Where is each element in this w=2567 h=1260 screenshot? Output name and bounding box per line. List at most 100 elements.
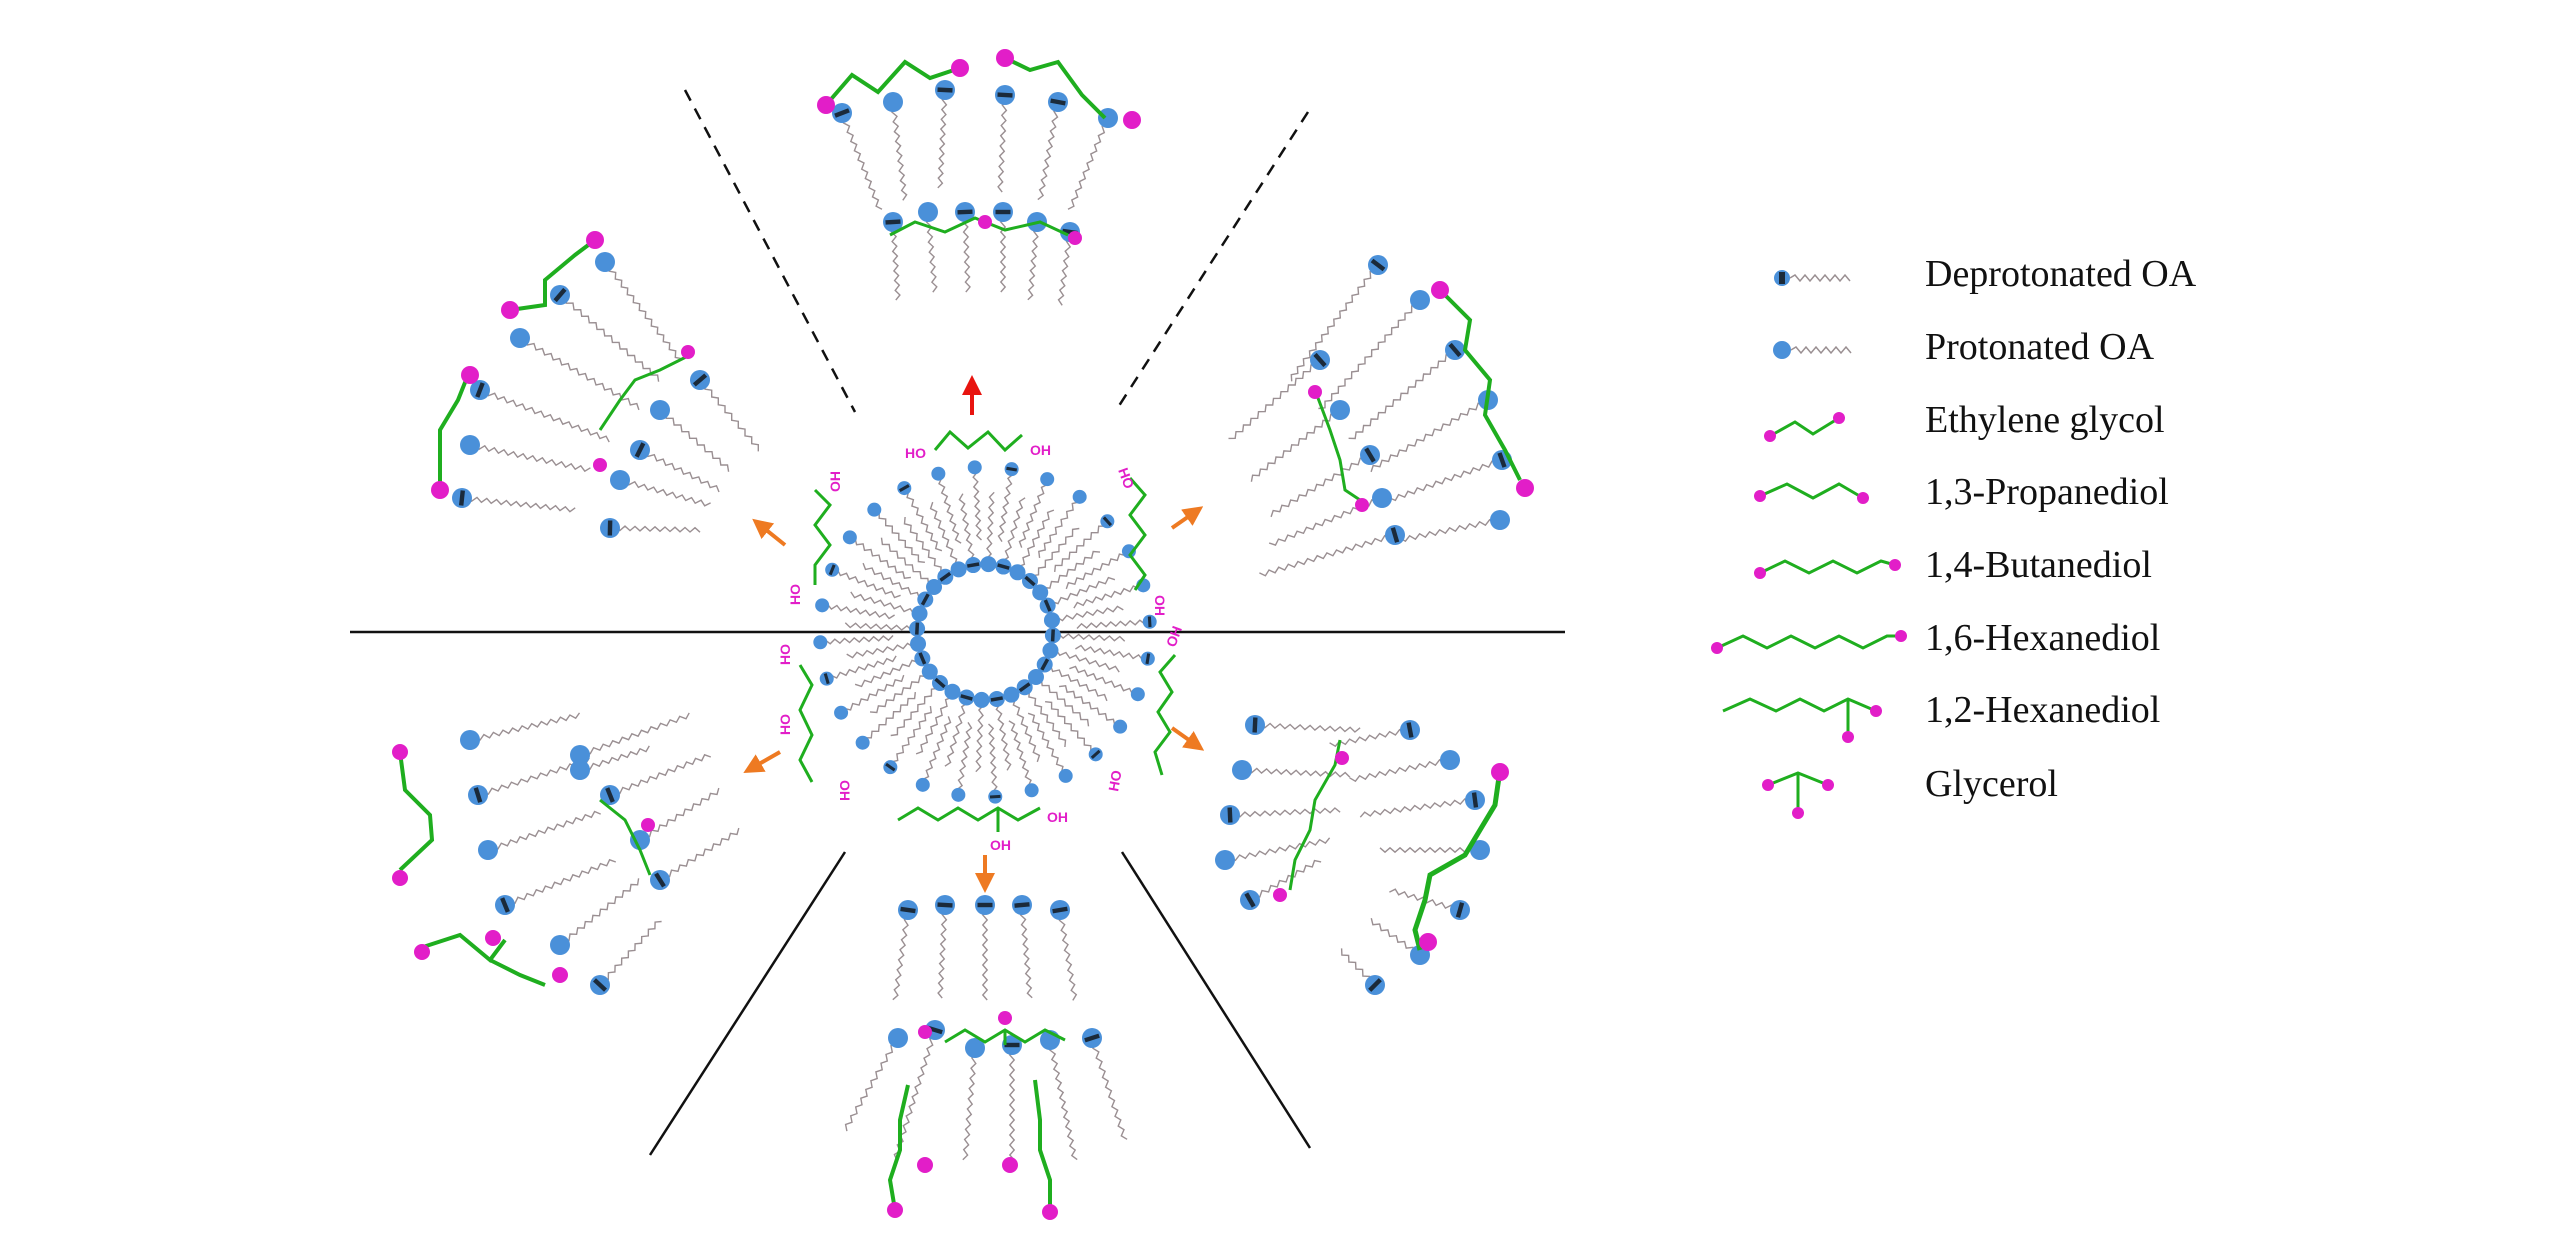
protonated-oa-molecule (844, 1028, 908, 1132)
oa-head (980, 556, 997, 573)
oa-head (1113, 719, 1128, 734)
oa-tail (1054, 519, 1107, 572)
center-label-ll-oh: OH (837, 780, 853, 801)
deprotonated-oa-molecule (844, 620, 926, 637)
hydroxyl-group (1273, 888, 1287, 902)
oa-head (1121, 544, 1136, 559)
ethylene-glycol-icon (1764, 412, 1845, 442)
protonated-oa-molecule (610, 470, 711, 507)
oa-tail (1329, 727, 1411, 748)
oa-tail (1047, 1039, 1078, 1161)
protonated-oa-molecule (1008, 720, 1039, 798)
oa-tail (826, 655, 897, 682)
deprotonated-oa-molecule (935, 80, 955, 189)
oa-charge-mark (1390, 527, 1400, 543)
oa-head (1003, 686, 1020, 703)
deprotonated-oa-molecule (958, 493, 982, 574)
protonated-oa-molecule (869, 663, 938, 714)
oa-tail (831, 568, 901, 599)
diol-chain (1004, 56, 1107, 120)
protonated-oa-molecule (1027, 669, 1090, 727)
legend-label-hexanediol-16: 1,6-Hexanediol (1925, 617, 2161, 659)
oa-charge-mark (1455, 902, 1465, 918)
oa-head (834, 705, 849, 720)
oa-charge-mark (654, 872, 666, 888)
deprotonated-oa-molecule (1245, 715, 1361, 735)
deprotonated-oa-molecule (988, 690, 1012, 771)
protonated-oa-molecule (1032, 550, 1101, 601)
oa-tail (1059, 685, 1122, 727)
oa-charge-mark (692, 373, 708, 387)
deprotonated-oa-molecule (600, 753, 712, 805)
oa-tail (488, 810, 601, 853)
protonated-oa-molecule (962, 1038, 985, 1161)
deprotonated-oa-molecule (1389, 450, 1512, 502)
butanediol-icon (1754, 559, 1901, 579)
protonated-oa-molecule (570, 745, 650, 780)
oa-charge-mark (1364, 447, 1376, 463)
oa-head (944, 683, 961, 700)
center-label-top-oh: OH (1030, 442, 1051, 458)
protonated-oa-molecule (929, 501, 967, 578)
glycerol-icon (1762, 771, 1834, 819)
oa-charge-mark (915, 622, 920, 635)
oa-tail (560, 878, 640, 947)
protonated-oa-molecule (1065, 544, 1136, 590)
protonated-oa-molecule (630, 787, 720, 850)
oa-tail (1349, 757, 1451, 783)
protonated-oa-molecule (1043, 605, 1124, 629)
oa-charge-mark (592, 978, 608, 992)
protonated-oa-molecule (1003, 686, 1041, 763)
hydroxyl-group (1355, 498, 1369, 512)
diol-chain (887, 1084, 910, 1211)
deprotonated-oa-molecule (1016, 679, 1067, 748)
center-label-bottom-oh: OH (990, 837, 1011, 853)
oa-charge-mark (605, 787, 615, 803)
oa-charge-mark (1014, 902, 1030, 908)
diol-chain (509, 238, 597, 312)
oa-charge-mark (995, 209, 1011, 215)
oa-head (1058, 768, 1073, 783)
oa-tail (892, 909, 911, 1001)
oa-tail (985, 491, 995, 565)
arrow-lower-left (743, 750, 781, 773)
protonated-oa-molecule (1040, 1030, 1078, 1161)
oa-head (855, 735, 870, 750)
deprotonated-oa-molecule (1076, 614, 1157, 629)
center-label-ul-ho: HO (787, 584, 803, 605)
protonated-oa-molecule (1059, 685, 1128, 734)
oa-tail (999, 211, 1007, 293)
diol-chain (1438, 288, 1522, 481)
protonated-oa-molecule (815, 598, 895, 620)
oa-head (1470, 840, 1490, 860)
protonated-oa-molecule (813, 635, 894, 650)
oa-tail (478, 757, 590, 798)
oa-tail (850, 591, 921, 616)
oa-tail (1073, 582, 1144, 609)
oa-charge-mark (1052, 906, 1068, 914)
oa-tail (844, 622, 918, 632)
deprotonated-oa-molecule (630, 440, 720, 493)
oa-tail (600, 920, 662, 987)
deprotonated-oa-molecule (892, 900, 918, 1001)
oa-head (1042, 642, 1059, 659)
oa-charge-mark (1102, 516, 1113, 527)
oa-charge-mark (885, 219, 901, 225)
oa-tail (854, 656, 923, 688)
hydroxyl-group (552, 967, 568, 983)
deprotonated-oa-molecule (993, 202, 1013, 293)
oa-charge-mark (960, 694, 973, 701)
oa-head (813, 635, 828, 650)
oa-tail (603, 262, 682, 360)
oa-tail (863, 692, 916, 745)
oa-charge-mark (828, 564, 836, 576)
oa-head (921, 663, 938, 680)
oa-charge-mark (918, 652, 927, 665)
hydroxyl-group (917, 1157, 933, 1173)
oa-head (1027, 669, 1044, 686)
oa-head (888, 1028, 908, 1048)
hydroxyl-group (392, 744, 408, 760)
deprotonated-oa-molecule (819, 655, 897, 686)
hydroxyl-group (461, 366, 479, 384)
